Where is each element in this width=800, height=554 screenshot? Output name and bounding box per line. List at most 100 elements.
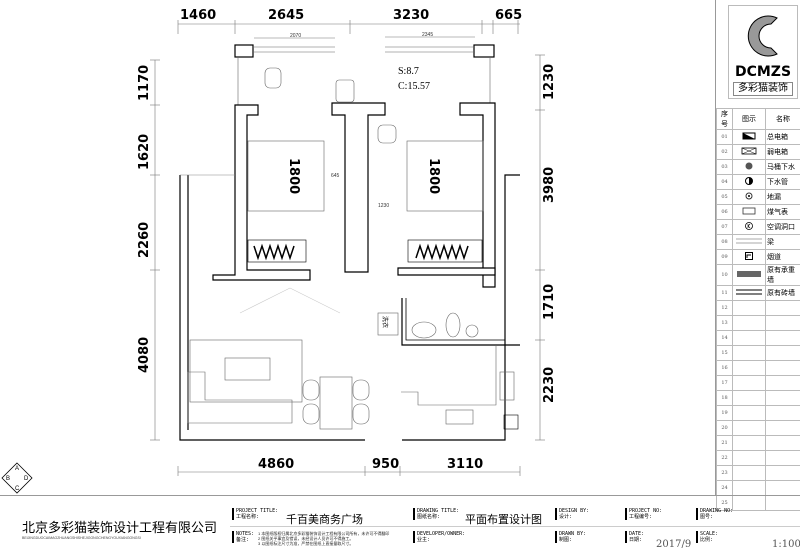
sofa [188,372,292,423]
legend-name [766,391,800,406]
load-bearing-wall-icon [733,265,766,286]
legend-row: 14 [717,331,800,346]
legend-header-cell: 序号 [717,109,733,130]
legend-number: 10 [717,265,733,286]
legend-number: 15 [717,346,733,361]
legend-symbol-empty [733,376,766,391]
beam-icon [733,235,766,250]
chair-icon [336,80,354,102]
floor-drain-icon [733,190,766,205]
legend-row: 13 [717,316,800,331]
legend-row: 03 马桶下水 [717,160,800,175]
legend-row: 16 [717,361,800,376]
legend-number: 01 [717,130,733,145]
legend-name [766,421,800,436]
legend-name: 原有承重墙 [766,265,800,286]
washer [378,313,398,335]
area-label: S:8.7 [398,66,419,77]
legend-number: 03 [717,160,733,175]
legend-number: 24 [717,481,733,496]
legend-name: 地漏 [766,190,800,205]
drawing-title: 平面布置设计图 [465,511,542,527]
legend-name: 烟道 [766,250,800,265]
scale-value: 1:100 [772,539,800,550]
dim-bottom-3: 3110 [447,457,483,472]
legend-number: 07 [717,220,733,235]
brick-wall-icon [733,286,766,301]
legend-name: 马桶下水 [766,160,800,175]
legend-number: 14 [717,331,733,346]
legend-header-cell: 图示 [733,109,766,130]
scale-cn: 比例: [700,537,718,543]
legend-name [766,331,800,346]
legend-name [766,436,800,451]
legend-symbol-empty [733,466,766,481]
logo-c-icon [743,10,783,62]
dining-table [320,377,352,429]
legend-name [766,481,800,496]
coffee-table [225,358,270,380]
legend-row: 21 [717,436,800,451]
company-pinyin: BEIJINGDUOCAIMAOZHUANGSHISHEJIGONGCHENGY… [22,536,141,540]
legend-name [766,451,800,466]
legend-name [766,301,800,316]
logo-name: 多彩猫装饰 [733,82,793,96]
legend-number: 12 [717,301,733,316]
dim-right-3: 1710 [542,284,557,320]
legend-row: 22 [717,451,800,466]
perimeter-label: C:15.57 [398,81,430,92]
stamp-letter: B [6,476,10,482]
legend-name [766,316,800,331]
chair-icon [265,68,281,88]
date-value: 2017/9 [656,539,691,550]
legend-name [766,346,800,361]
legend-number: 17 [717,376,733,391]
legend-row: 20 [717,421,800,436]
legend-row: 09 烟道 [717,250,800,265]
legend-number: 05 [717,190,733,205]
wash-basin [412,322,436,338]
legend-symbol-empty [733,481,766,496]
legend-row: 10 原有承重墙 [717,265,800,286]
dim-right-4: 2230 [542,367,557,403]
bed-right-size: 1800 [426,158,441,194]
toilet [446,313,460,337]
legend-symbol-empty [733,451,766,466]
dim-inner-2: 1230 [378,203,389,209]
legend-row: 23 [717,466,800,481]
legend-row: 12 [717,301,800,316]
legend-name [766,466,800,481]
legend-number: 19 [717,406,733,421]
legend-symbol-empty [733,316,766,331]
legend-symbol-empty [733,301,766,316]
legend-number: 18 [717,391,733,406]
dim-top-4: 665 [495,8,522,23]
legend-header: 序号图示名称 [717,109,800,130]
dim-window-left: 2070 [290,33,301,39]
legend-symbol-empty [733,421,766,436]
toilet-drain-icon [733,160,766,175]
legend-symbol-empty [733,406,766,421]
logo: DCMZS 多彩猫装饰 [728,5,798,99]
legend-number: 09 [717,250,733,265]
compass-stamp: A B C D [2,463,32,493]
flue-icon [504,415,518,429]
flue-icon [733,250,766,265]
legend-header-cell: 名称 [766,109,800,130]
legend-number: 04 [717,175,733,190]
dim-top-2: 2645 [268,8,304,23]
legend-number: 20 [717,421,733,436]
project-title: 千百美商务广场 [286,511,363,527]
legend-number: 02 [717,145,733,160]
legend-row: 05 地漏 [717,190,800,205]
legend-row: 15 [717,346,800,361]
title-block-divider [230,526,800,527]
company-name: 北京多彩猫装饰设计工程有限公司 [22,517,217,536]
